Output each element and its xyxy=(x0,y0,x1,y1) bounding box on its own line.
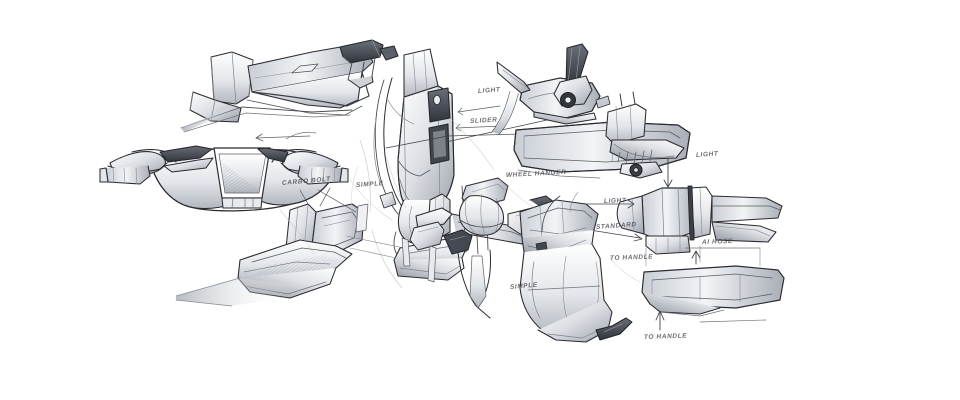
annotation-slider-top: SLIDER xyxy=(469,116,498,125)
sketch-top-left-lever xyxy=(180,39,399,133)
sketch-ghost-lines xyxy=(279,119,641,289)
sketch-barrel-hub xyxy=(585,157,783,265)
sketch-brake-lever xyxy=(491,43,611,135)
annotation-light-mid: LIGHT xyxy=(603,197,627,205)
sketch-center-cylinder xyxy=(401,193,505,283)
sketch-handlebar xyxy=(99,131,349,212)
sketch-wing-body xyxy=(513,91,691,179)
annotation-air-hose: AI HOSE xyxy=(701,237,734,246)
sketch-lower-left xyxy=(175,187,365,307)
sketch-lower-right xyxy=(519,191,633,343)
sketch-bottom-rail xyxy=(641,245,785,331)
